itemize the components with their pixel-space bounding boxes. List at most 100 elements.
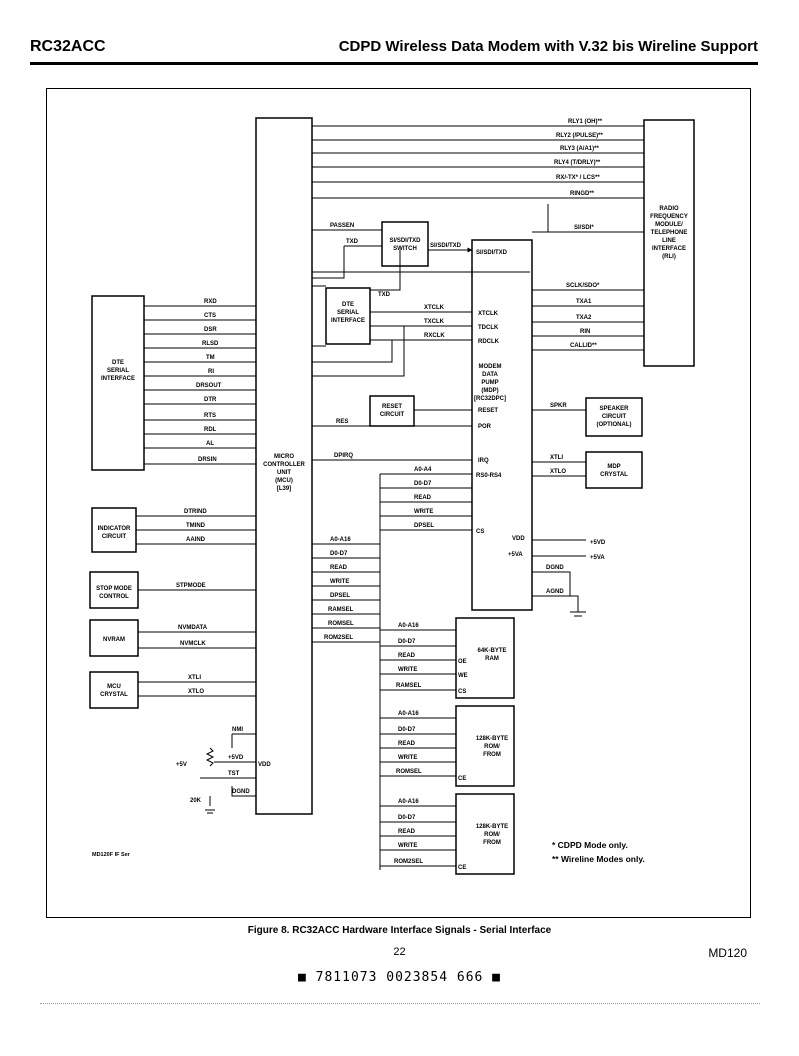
stop-mode-label-2: CONTROL	[99, 594, 129, 600]
page-number: 22	[393, 946, 406, 958]
mcu-block	[255, 117, 313, 815]
sig-rxd: RXD	[204, 299, 217, 305]
sig-dpsel: DPSEL	[414, 523, 434, 529]
sig-vdd-mcu: VDD	[258, 762, 271, 768]
speaker-label-2: CIRCUIT	[602, 414, 627, 420]
page-header: RC32ACC CDPD Wireless Data Modem with V.…	[30, 36, 758, 65]
sig-5va-r: +5VA	[590, 555, 605, 561]
sig-ringd: RINGD**	[570, 191, 595, 197]
ram-oe: OE	[458, 659, 467, 665]
sig-rdl: RDL	[204, 427, 217, 433]
sig-tm: TM	[206, 355, 215, 361]
mdp-crystal-label-2: CRYSTAL	[600, 472, 628, 478]
dte-serial-label-2: SERIAL	[337, 310, 359, 316]
rom2-ce: CE	[458, 865, 466, 871]
ram-cs: CS	[458, 689, 466, 695]
ram-label-2: RAM	[485, 656, 499, 662]
sig-dsr: DSR	[204, 327, 217, 333]
rli-label-6: INTERFACE	[652, 246, 686, 252]
sig-si-sdi-txd: SI/SDI/TXD	[430, 243, 462, 249]
diagram-frame	[46, 88, 751, 918]
dte-serial-block	[325, 287, 371, 345]
sig-passen: PASSEN	[330, 223, 354, 229]
bus-d0d7: D0-D7	[330, 551, 348, 557]
sig-txclk: TXCLK	[424, 319, 445, 325]
sig-rxtx: RX/-TX* / LCS**	[556, 175, 600, 181]
mdp-label-2: DATA	[482, 372, 498, 378]
nvram-block	[89, 619, 139, 657]
rom2-label-3: FROM	[483, 840, 501, 846]
sig-rin: RIN	[580, 329, 590, 335]
sig-a0a4: A0-A4	[414, 467, 432, 473]
sig-rts: RTS	[204, 413, 216, 419]
mcu-crystal-label-1: MCU	[107, 684, 121, 690]
sig-dtr: DTR	[204, 397, 217, 403]
sig-5vd: +5VD	[228, 755, 244, 761]
figure-caption: Figure 8. RC32ACC Hardware Interface Sig…	[247, 925, 552, 936]
dte-if-label-2: SERIAL	[107, 368, 129, 374]
rli-label-4: TELEPHONE	[651, 230, 688, 236]
sig-res: RES	[336, 419, 348, 425]
rom2-d: D0-D7	[398, 815, 416, 821]
sig-tst: TST	[228, 771, 240, 777]
note-cdpd: * CDPD Mode only.	[552, 840, 628, 850]
bus-a0a16: A0-A16	[330, 537, 351, 543]
sig-dpirq: DPIRQ	[334, 453, 353, 459]
dte-if-label-1: DTE	[112, 360, 124, 366]
sig-dgnd-mcu: DGND	[232, 789, 250, 795]
rom1-a: A0-A16	[398, 711, 419, 717]
sig-read: READ	[414, 495, 432, 501]
rli-label-2: FREQUENCY	[650, 214, 688, 220]
sig-si-sdi-txd-in: SI/SDI/TXD	[476, 250, 508, 256]
indicator-label-1: INDICATOR	[98, 526, 131, 532]
switch-label-2: SWITCH	[393, 246, 417, 252]
rli-label-1: RADIO	[659, 206, 679, 212]
sig-dgnd: DGND	[546, 565, 564, 571]
sig-vdd: VDD	[512, 536, 525, 542]
sig-rly2: RLY2 (/PULSE)**	[556, 133, 603, 139]
sig-drsout: DRSOUT	[196, 383, 222, 389]
sig-txa2: TXA2	[576, 315, 592, 321]
note-ref: MD120F IF Ser	[92, 852, 131, 858]
sig-mcu-xtli: XTLI	[188, 675, 201, 681]
rom2-sel: ROM2SEL	[394, 859, 423, 865]
bus-read: READ	[330, 565, 348, 571]
indicator-label-2: CIRCUIT	[102, 534, 127, 540]
mcu-label-2: CONTROLLER	[263, 462, 305, 468]
sig-d0d7: D0-D7	[414, 481, 432, 487]
sig-al: AL	[206, 441, 214, 447]
sig-cts: CTS	[204, 313, 216, 319]
ram-block	[455, 617, 515, 699]
rom1-label-3: FROM	[483, 752, 501, 758]
rom2-read: READ	[398, 829, 416, 835]
sig-rly4: RLY4 (T/DRLY)**	[554, 160, 601, 166]
stop-mode-label-1: STOP MODE	[96, 586, 132, 592]
sig-irq: IRQ	[478, 458, 489, 464]
footer-divider	[40, 1003, 760, 1004]
mdp-block	[471, 239, 533, 611]
header-title: CDPD Wireless Data Modem with V.32 bis W…	[338, 38, 758, 55]
dte-serial-label-3: INTERFACE	[331, 318, 365, 324]
sig-tdclk: TDCLK	[478, 325, 499, 331]
ram-d: D0-D7	[398, 639, 416, 645]
sig-rlsd: RLSD	[202, 341, 219, 347]
rom1-read: READ	[398, 741, 416, 747]
rom2-label-2: ROM/	[484, 832, 500, 838]
speaker-block	[585, 397, 643, 437]
mdp-label-4: (MDP)	[481, 388, 498, 394]
rli-label-7: (RLI)	[662, 254, 676, 260]
sig-por: POR	[478, 424, 492, 430]
bus-write: WRITE	[330, 579, 349, 585]
sig-20k: 20K	[190, 798, 202, 804]
sig-si-sdi: SI/SDI*	[574, 225, 594, 231]
sig-5v: +5V	[176, 762, 187, 768]
sig-reset-pin: RESET	[478, 408, 498, 414]
sig-aaind: AAIND	[186, 537, 206, 543]
sig-tmind: TMIND	[186, 523, 206, 529]
rom1-label-2: ROM/	[484, 744, 500, 750]
rom1-sel: ROMSEL	[396, 769, 422, 775]
reset-block	[369, 395, 415, 427]
ram-write: WRITE	[398, 667, 417, 673]
dte-interface-block	[91, 295, 145, 471]
